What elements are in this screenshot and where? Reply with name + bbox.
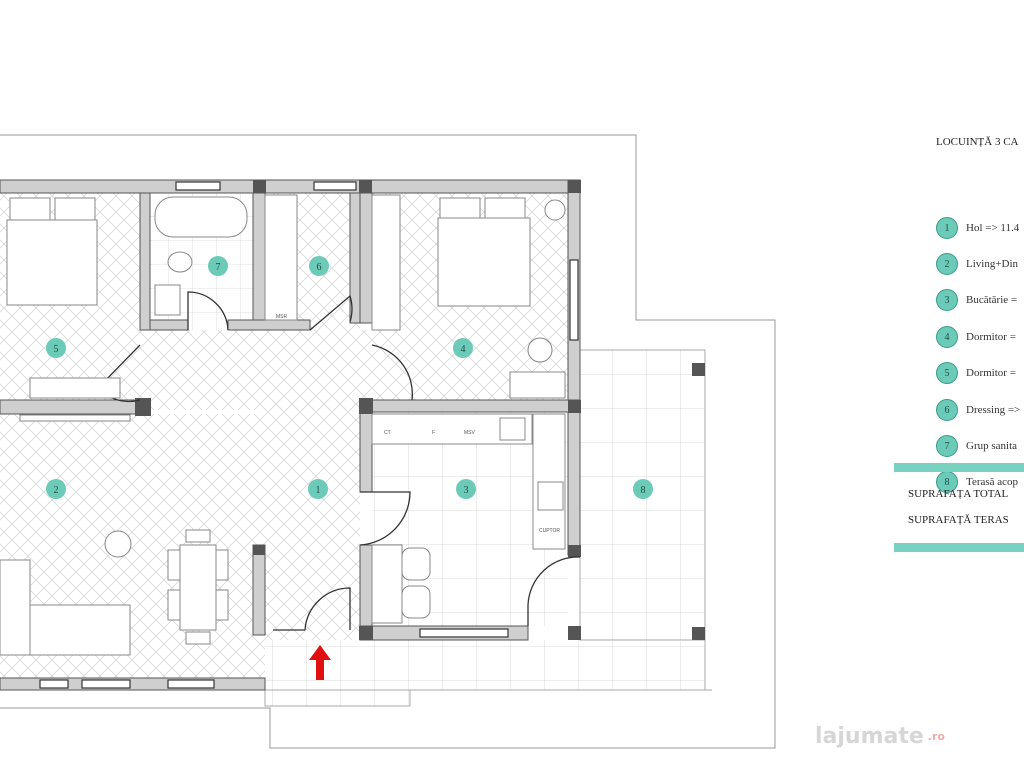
floor-room-1 [265, 400, 360, 640]
svg-text:2: 2 [54, 485, 59, 496]
svg-text:6: 6 [317, 262, 322, 273]
svg-text:5: 5 [54, 344, 59, 355]
room-marker-8: 8 [633, 479, 653, 499]
svg-text:4: 4 [461, 344, 466, 355]
entrance-arrow-icon [309, 645, 331, 680]
room-marker-5: 5 [46, 338, 66, 358]
room-marker-2: 2 [46, 479, 66, 499]
label-cuptor: CUPTOR [539, 528, 560, 534]
furniture [0, 194, 566, 656]
lot-outline [0, 134, 776, 749]
columns [135, 180, 705, 640]
room-markers: 1 2 3 4 5 6 7 8 [46, 256, 653, 499]
svg-text:7: 7 [216, 262, 221, 273]
svg-text:3: 3 [464, 485, 469, 496]
room-marker-7: 7 [208, 256, 228, 276]
legend-divider [894, 463, 1024, 472]
windows [39, 181, 579, 689]
label-msr: MSR [276, 314, 288, 320]
doors [97, 291, 581, 631]
room-marker-1: 1 [308, 479, 328, 499]
total-surface-label: SUPRAFAȚA TOTAL [908, 488, 1009, 500]
label-fridge: F [432, 430, 435, 436]
label-msv: MSV [464, 430, 476, 436]
watermark: lajumate.ro [815, 724, 945, 749]
legend-divider [894, 543, 1024, 552]
floor-entrance [265, 640, 705, 690]
room-marker-6: 6 [309, 256, 329, 276]
floor-hall [140, 330, 372, 410]
floor-plan: CT F MSV CUPTOR MSR 1 2 3 4 5 6 7 8 [0, 134, 776, 749]
label-ct: CT [384, 430, 391, 436]
room-marker-4: 4 [453, 338, 473, 358]
legend-title: LOCUINȚĂ 3 CA [936, 136, 1019, 148]
svg-text:8: 8 [641, 485, 646, 496]
terrace-surface-label: SUPRAFAȚĂ TERAS [908, 514, 1009, 526]
room-marker-3: 3 [456, 479, 476, 499]
floor-steps [264, 689, 411, 707]
svg-text:1: 1 [316, 485, 321, 496]
